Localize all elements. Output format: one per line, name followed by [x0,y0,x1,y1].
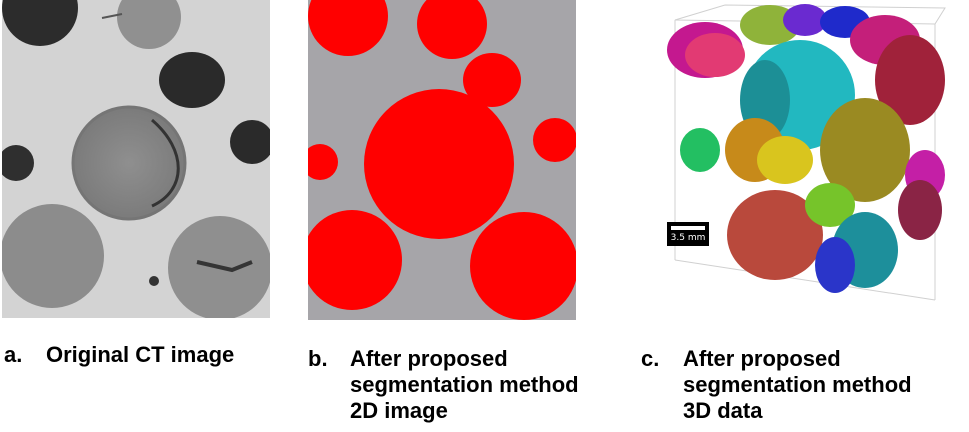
caption-line: segmentation method [683,372,912,397]
caption-letter: c. [641,346,660,371]
segmentation-3d-panel: 3.5 mm [655,0,965,305]
scale-bar: 3.5 mm [667,222,709,246]
caption-line: 3D data [683,398,763,423]
caption-line: segmentation method [350,372,579,397]
segmentation-2d-image [308,0,576,320]
caption-letter: b. [308,346,328,371]
ct-image [2,0,270,318]
caption-line: 2D image [350,398,448,423]
caption-line: After proposed [683,346,841,371]
caption-letter: a. [4,342,23,367]
caption-line: Original CT image [46,342,235,367]
segmentation-2d-panel [308,0,576,320]
scale-bar-label: 3.5 mm [670,233,706,243]
scale-bar-ruler [671,226,705,230]
caption-line: After proposed [350,346,508,371]
segmentation-3d-render [655,0,965,305]
ct-image-panel [2,0,270,318]
